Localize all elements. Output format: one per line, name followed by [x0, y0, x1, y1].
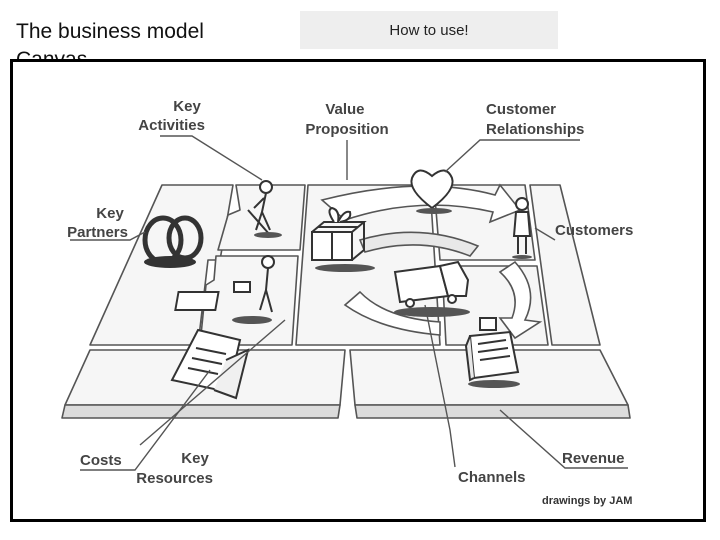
key-partners-label: Key Partners	[67, 205, 128, 241]
channel-arrow	[498, 260, 543, 340]
costs-label: Costs	[80, 452, 122, 469]
drawings-credit: drawings by JAM	[542, 495, 632, 507]
customers-block	[529, 184, 601, 346]
heart-shadow	[416, 208, 452, 214]
how-to-use-label: How to use!	[389, 21, 469, 39]
revenue-streams-side	[354, 404, 631, 419]
customers-label: Customers	[555, 222, 633, 239]
revenue-label: Revenue	[562, 450, 625, 467]
key-activities-label: Key Activities	[138, 98, 205, 134]
heart-icon	[410, 169, 454, 210]
leader-lines	[70, 135, 628, 471]
value-proposition-block	[295, 184, 441, 346]
key-activities-block	[217, 184, 306, 251]
rings-icon	[142, 215, 204, 268]
cost-structure-side	[61, 404, 341, 419]
customer-relationships-label: Customer Relationships	[486, 101, 584, 138]
resource-cart-icon	[174, 255, 275, 324]
truck-icon	[393, 260, 470, 317]
worker-figure-icon	[247, 180, 282, 238]
inner-flow-arrow	[358, 231, 480, 257]
channels-label: Channels	[458, 469, 526, 486]
return-arrow	[343, 290, 441, 336]
key-resources-label: Key Resources	[136, 450, 213, 487]
value-flow-arrows	[320, 183, 543, 340]
document-icon	[170, 328, 250, 400]
value-proposition-label: Value Proposition	[305, 101, 388, 138]
gift-box-icon	[311, 206, 375, 272]
customer-figure-icon	[512, 197, 532, 259]
cash-register-icon	[464, 317, 520, 388]
how-to-use-box[interactable]: How to use!	[300, 11, 558, 49]
